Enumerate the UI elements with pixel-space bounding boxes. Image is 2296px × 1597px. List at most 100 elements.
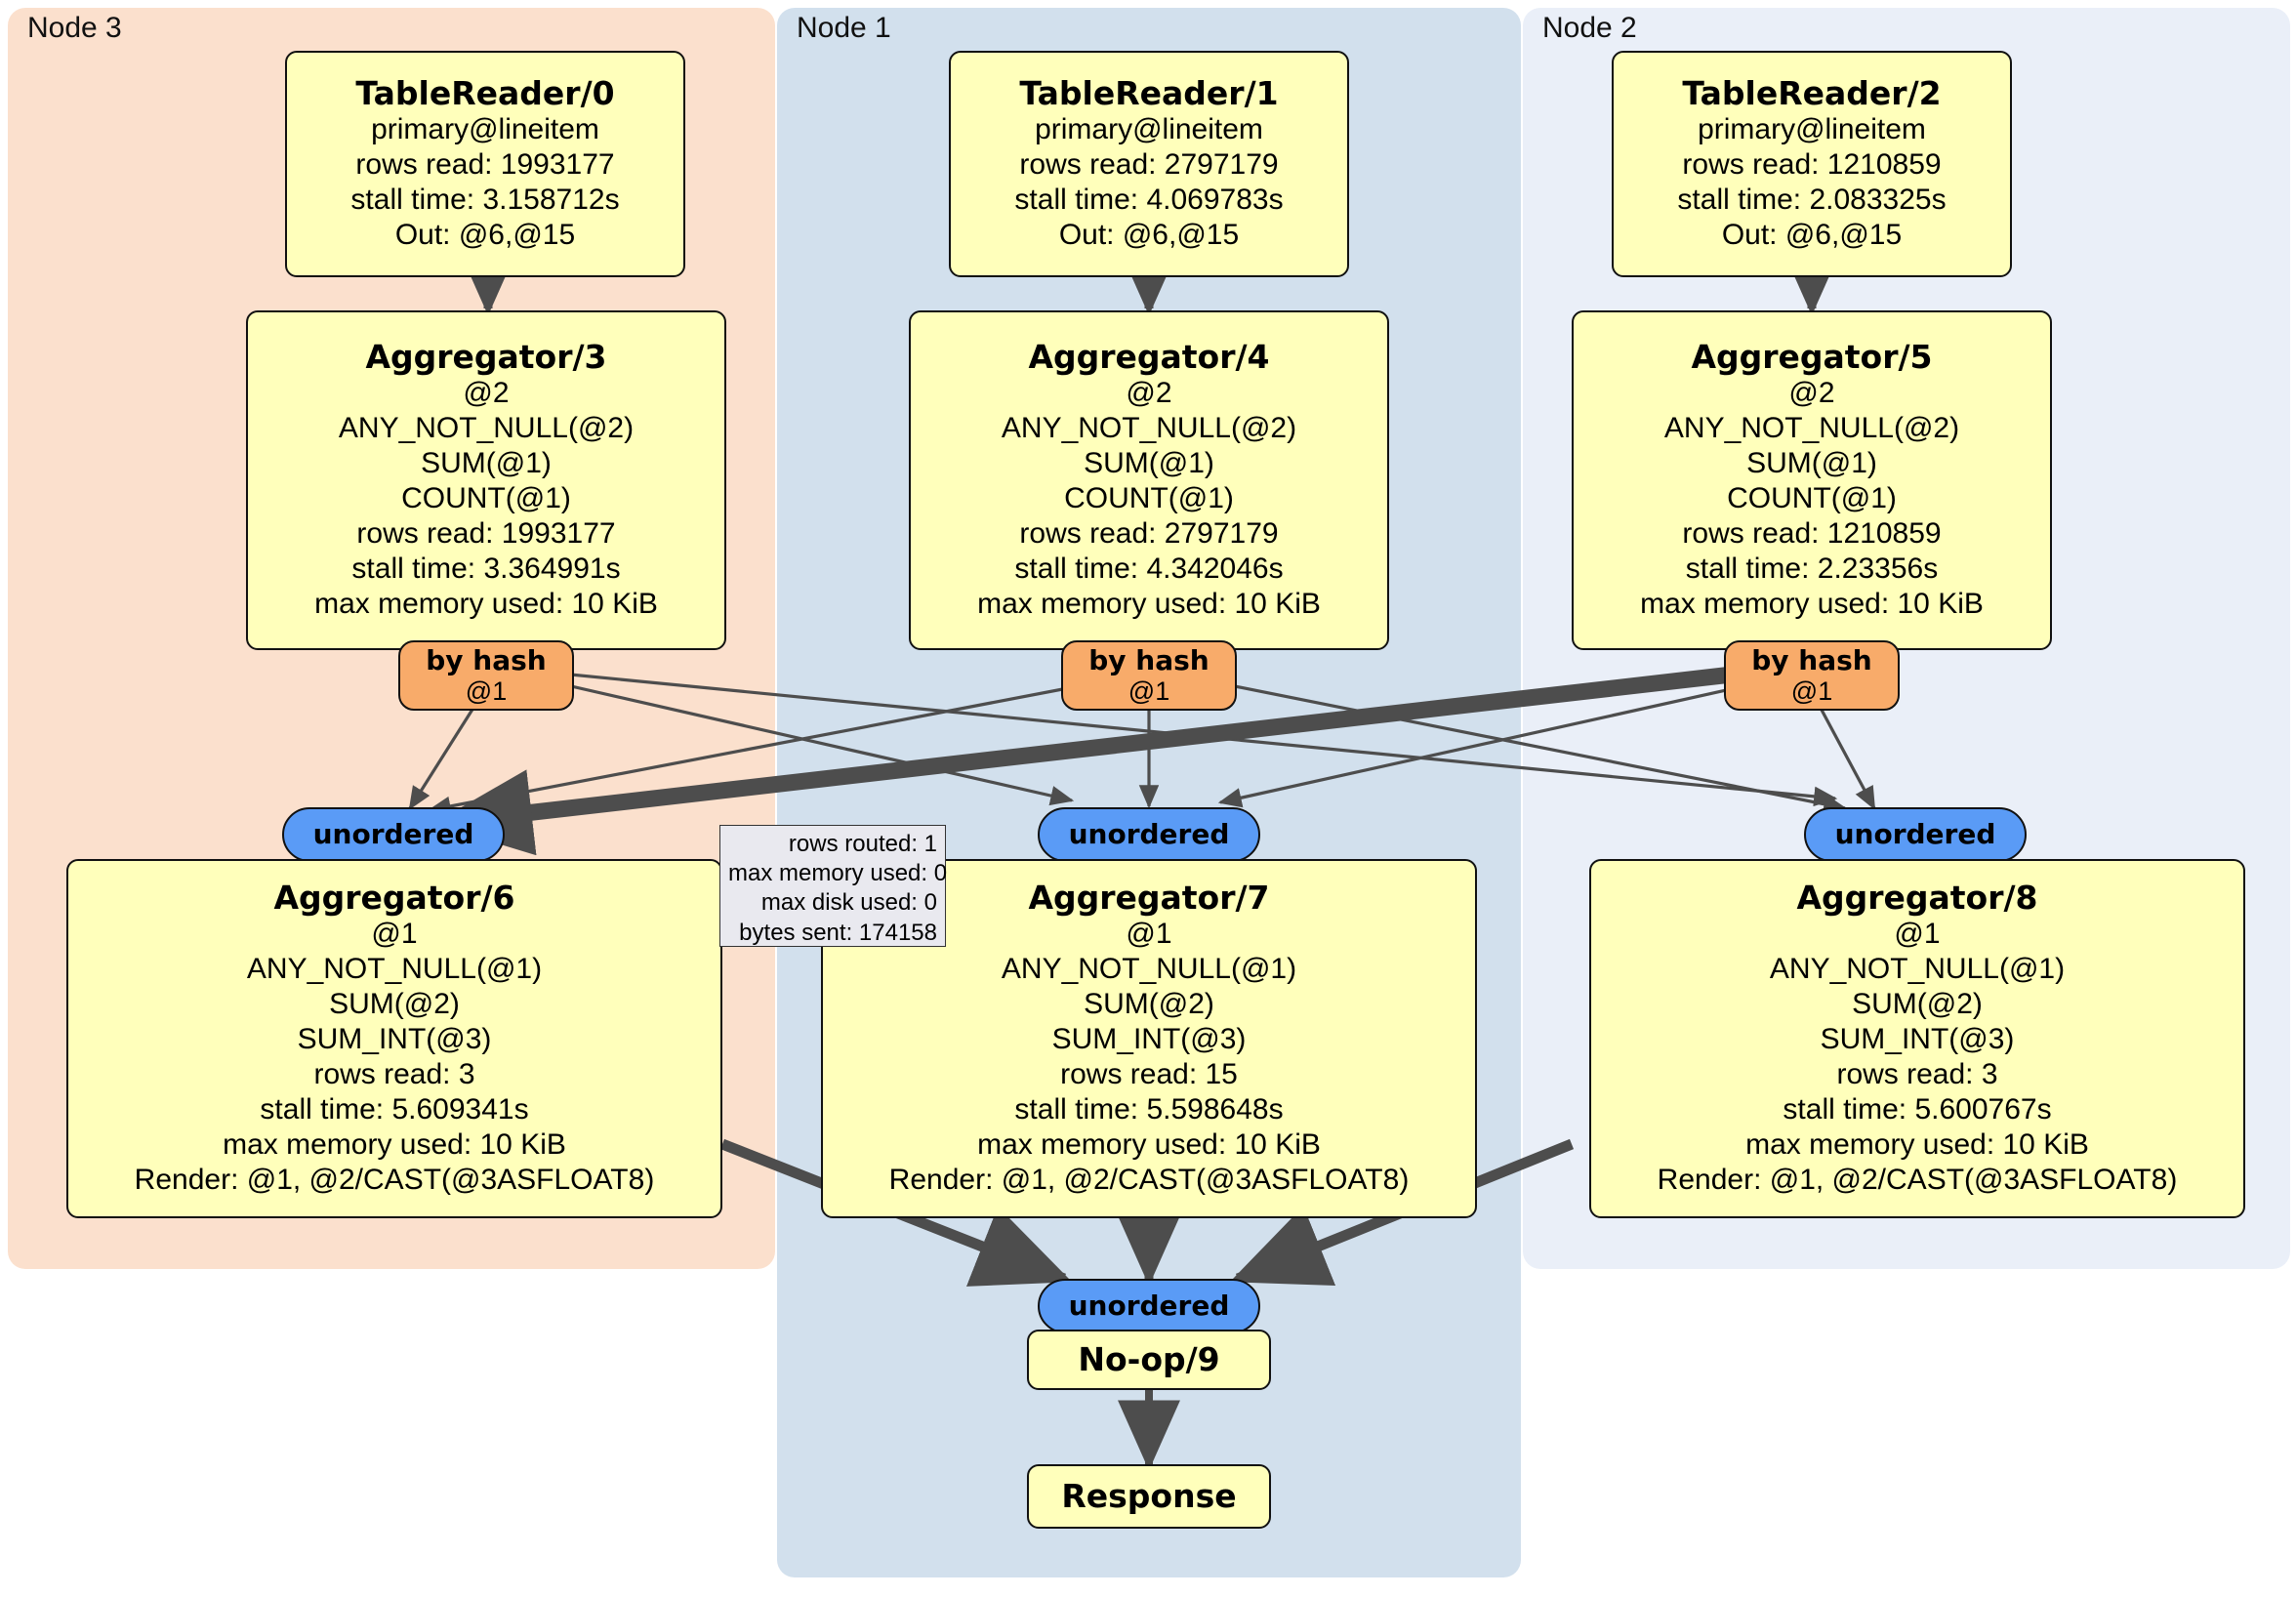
node-line: stall time: 4.342046s (1014, 553, 1284, 586)
node-line: Out: @6,@15 (1058, 219, 1240, 252)
cluster-label-node-2: Node 2 (1542, 12, 1637, 44)
node-line: SUM_INT(@3) (297, 1023, 492, 1056)
node-aggregator-5[interactable]: Aggregator/5 @2 ANY_NOT_NULL(@2) SUM(@1)… (1572, 310, 2052, 650)
node-noop-9[interactable]: No-op/9 (1027, 1330, 1271, 1390)
node-aggregator-8[interactable]: Aggregator/8 @1 ANY_NOT_NULL(@1) SUM(@2)… (1589, 859, 2245, 1218)
node-line: stall time: 3.364991s (351, 553, 621, 586)
node-line: rows read: 2797179 (1019, 148, 1279, 182)
node-line: COUNT(@1) (1727, 482, 1897, 515)
synchronizer-label: unordered (1068, 818, 1230, 851)
node-line: stall time: 4.069783s (1014, 184, 1284, 217)
node-title: Aggregator/6 (273, 878, 515, 917)
node-line: max memory used: 10 KiB (223, 1128, 566, 1162)
node-line: stall time: 3.158712s (350, 184, 620, 217)
node-title: No-op/9 (1078, 1339, 1220, 1378)
node-line: Render: @1, @2/CAST(@3ASFLOAT8) (134, 1164, 655, 1197)
node-line: SUM(@1) (421, 447, 552, 480)
node-line: ANY_NOT_NULL(@2) (1663, 412, 1960, 445)
node-line: SUM(@2) (329, 988, 460, 1021)
node-tablereader-0[interactable]: TableReader/0 primary@lineitem rows read… (285, 51, 685, 277)
node-line: max memory used: 10 KiB (977, 588, 1321, 621)
node-line: SUM_INT(@3) (1820, 1023, 2015, 1056)
node-line: rows read: 1993177 (356, 517, 616, 551)
stat-line: bytes sent: 174158 (739, 919, 937, 946)
synchronizer-unordered-2[interactable]: unordered (1804, 807, 2027, 862)
node-title: TableReader/0 (355, 73, 615, 112)
node-line: @1 (371, 918, 418, 951)
cluster-label-node-3: Node 3 (27, 12, 122, 44)
node-line: SUM(@2) (1852, 988, 1983, 1021)
router-column: @1 (1790, 676, 1833, 706)
stat-line: max memory used: 0 (728, 860, 948, 887)
node-title: TableReader/2 (1682, 73, 1942, 112)
node-line: SUM_INT(@3) (1051, 1023, 1247, 1056)
node-line: max memory used: 10 KiB (314, 588, 658, 621)
node-line: primary@lineitem (1698, 113, 1926, 146)
node-aggregator-4[interactable]: Aggregator/4 @2 ANY_NOT_NULL(@2) SUM(@1)… (909, 310, 1389, 650)
node-aggregator-3[interactable]: Aggregator/3 @2 ANY_NOT_NULL(@2) SUM(@1)… (246, 310, 726, 650)
node-line: rows read: 15 (1060, 1058, 1238, 1091)
synchronizer-label: unordered (1068, 1290, 1230, 1323)
node-title: Aggregator/3 (365, 337, 607, 376)
synchronizer-unordered-0[interactable]: unordered (282, 807, 505, 862)
node-line: stall time: 2.23356s (1685, 553, 1939, 586)
stream-stats-box: rows routed: 1 max memory used: 0 max di… (719, 825, 948, 947)
node-line: stall time: 2.083325s (1677, 184, 1947, 217)
synchronizer-label: unordered (312, 818, 474, 851)
stat-line: rows routed: 1 (788, 831, 937, 857)
node-line: ANY_NOT_NULL(@1) (1769, 953, 2066, 986)
node-aggregator-6[interactable]: Aggregator/6 @1 ANY_NOT_NULL(@1) SUM(@2)… (66, 859, 722, 1218)
node-line: Render: @1, @2/CAST(@3ASFLOAT8) (888, 1164, 1410, 1197)
synchronizer-unordered-1[interactable]: unordered (1038, 807, 1260, 862)
node-line: rows read: 1993177 (355, 148, 615, 182)
node-tablereader-2[interactable]: TableReader/2 primary@lineitem rows read… (1612, 51, 2012, 277)
router-label: by hash (1751, 644, 1872, 677)
node-line: stall time: 5.600767s (1783, 1093, 2052, 1126)
router-column: @1 (465, 676, 508, 706)
node-line: SUM(@1) (1746, 447, 1877, 480)
node-line: SUM(@1) (1084, 447, 1214, 480)
router-label: by hash (426, 644, 547, 677)
node-line: rows read: 1210859 (1682, 148, 1942, 182)
router-by-hash-2[interactable]: by hash @1 (1724, 640, 1900, 711)
node-title: Aggregator/4 (1028, 337, 1270, 376)
node-line: @1 (1894, 918, 1941, 951)
node-title: Aggregator/5 (1691, 337, 1933, 376)
node-title: TableReader/1 (1019, 73, 1279, 112)
node-line: ANY_NOT_NULL(@2) (338, 412, 635, 445)
node-response[interactable]: Response (1027, 1464, 1271, 1529)
node-line: @2 (463, 377, 510, 410)
node-line: ANY_NOT_NULL(@1) (1001, 953, 1297, 986)
router-by-hash-0[interactable]: by hash @1 (398, 640, 574, 711)
node-line: primary@lineitem (371, 113, 599, 146)
node-title: Aggregator/7 (1028, 878, 1270, 917)
node-line: max memory used: 10 KiB (977, 1128, 1321, 1162)
node-tablereader-1[interactable]: TableReader/1 primary@lineitem rows read… (949, 51, 1349, 277)
stat-line: max disk used: 0 (760, 889, 937, 917)
node-line: ANY_NOT_NULL(@1) (246, 953, 543, 986)
node-line: rows read: 1210859 (1682, 517, 1942, 551)
node-title: Response (1061, 1476, 1237, 1515)
node-line: primary@lineitem (1035, 113, 1263, 146)
node-line: max memory used: 10 KiB (1745, 1128, 2089, 1162)
router-label: by hash (1088, 644, 1210, 677)
node-line: rows read: 3 (1836, 1058, 1998, 1091)
node-title: Aggregator/8 (1796, 878, 2038, 917)
node-line: ANY_NOT_NULL(@2) (1001, 412, 1297, 445)
node-line: Out: @6,@15 (394, 219, 576, 252)
node-line: @1 (1126, 918, 1172, 951)
node-line: stall time: 5.598648s (1014, 1093, 1284, 1126)
node-line: max memory used: 10 KiB (1640, 588, 1984, 621)
node-line: COUNT(@1) (1064, 482, 1234, 515)
node-line: @2 (1788, 377, 1835, 410)
cluster-label-node-1: Node 1 (797, 12, 891, 44)
node-line: COUNT(@1) (401, 482, 571, 515)
router-by-hash-1[interactable]: by hash @1 (1061, 640, 1237, 711)
synchronizer-unordered-final[interactable]: unordered (1038, 1279, 1260, 1333)
node-line: @2 (1126, 377, 1172, 410)
node-line: Render: @1, @2/CAST(@3ASFLOAT8) (1657, 1164, 2178, 1197)
node-line: rows read: 3 (313, 1058, 475, 1091)
node-line: rows read: 2797179 (1019, 517, 1279, 551)
node-line: stall time: 5.609341s (260, 1093, 529, 1126)
